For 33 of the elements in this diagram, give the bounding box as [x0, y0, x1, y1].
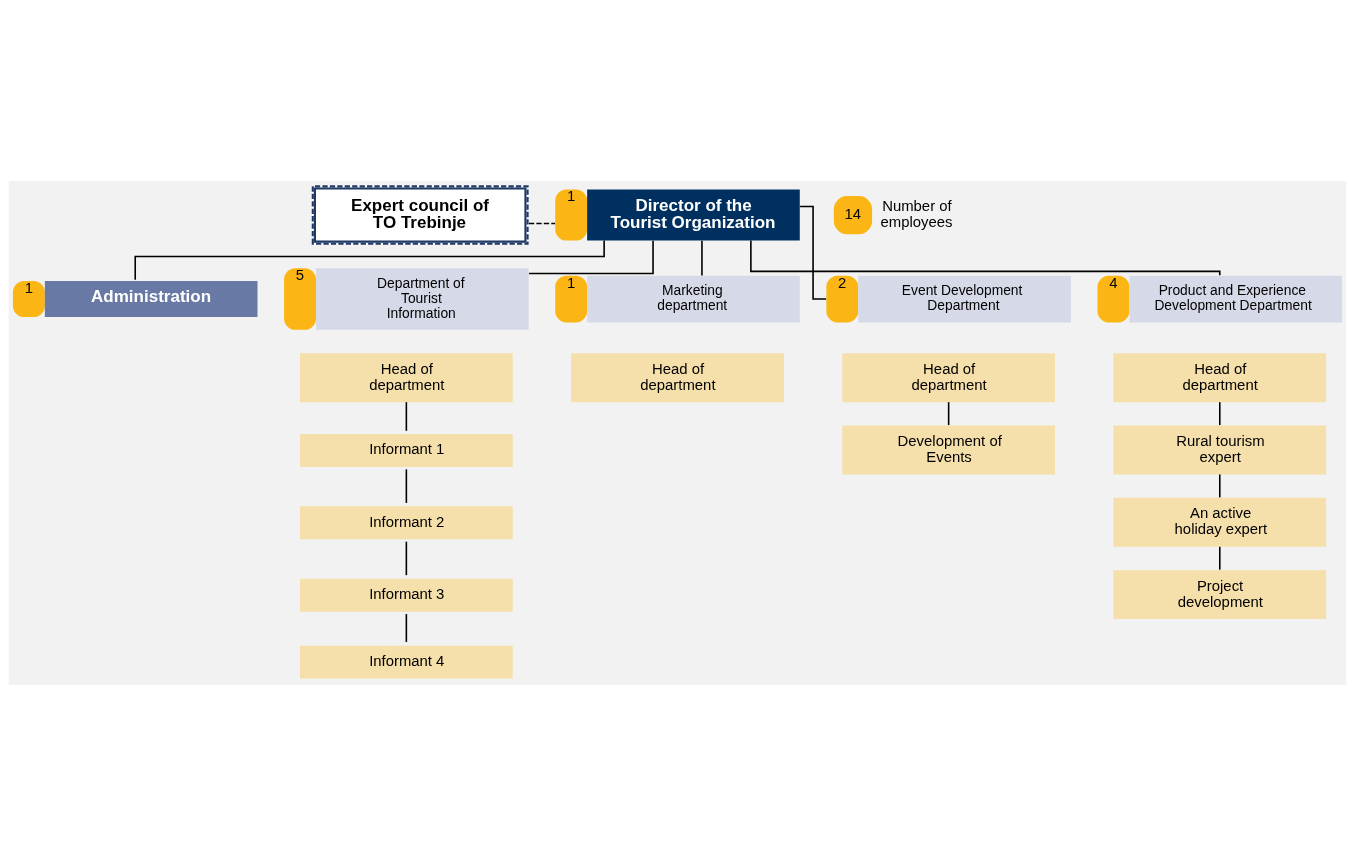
node-label: 1 — [566, 274, 576, 291]
connector — [1219, 546, 1221, 571]
connector — [701, 239, 703, 277]
node-label: 5 — [295, 267, 305, 284]
connector — [405, 613, 408, 643]
node-label: 4 — [1109, 274, 1118, 291]
connector — [528, 240, 654, 275]
node-box: Development of Events — [842, 425, 1055, 475]
connector — [405, 401, 408, 432]
node-box: Informant 2 — [300, 506, 513, 540]
connector — [405, 540, 408, 576]
connector — [750, 239, 1221, 277]
legend-label: Number of employees — [880, 197, 953, 230]
node-label: 1 — [566, 188, 576, 205]
connector — [528, 222, 556, 225]
connector — [405, 468, 408, 504]
node-box: Informant 4 — [300, 645, 513, 679]
node-box: Informant 1 — [300, 434, 513, 468]
node-box: Project development — [1113, 570, 1327, 620]
node-box: Head of department — [571, 353, 784, 403]
label: 14 — [844, 205, 861, 222]
node-box: Head of department — [842, 353, 1055, 403]
node-box: Head of department — [300, 353, 513, 403]
connector — [1219, 473, 1221, 499]
node-label: 2 — [838, 274, 847, 291]
node-label: 1 — [24, 279, 33, 296]
node-box: Rural tourism expert — [1113, 425, 1327, 475]
node-box: An active holiday expert — [1113, 497, 1327, 547]
connector — [947, 401, 950, 426]
connector — [1219, 401, 1221, 426]
node-box: Informant 3 — [300, 578, 513, 612]
node-box: Head of department — [1113, 353, 1327, 403]
connector — [799, 205, 827, 300]
